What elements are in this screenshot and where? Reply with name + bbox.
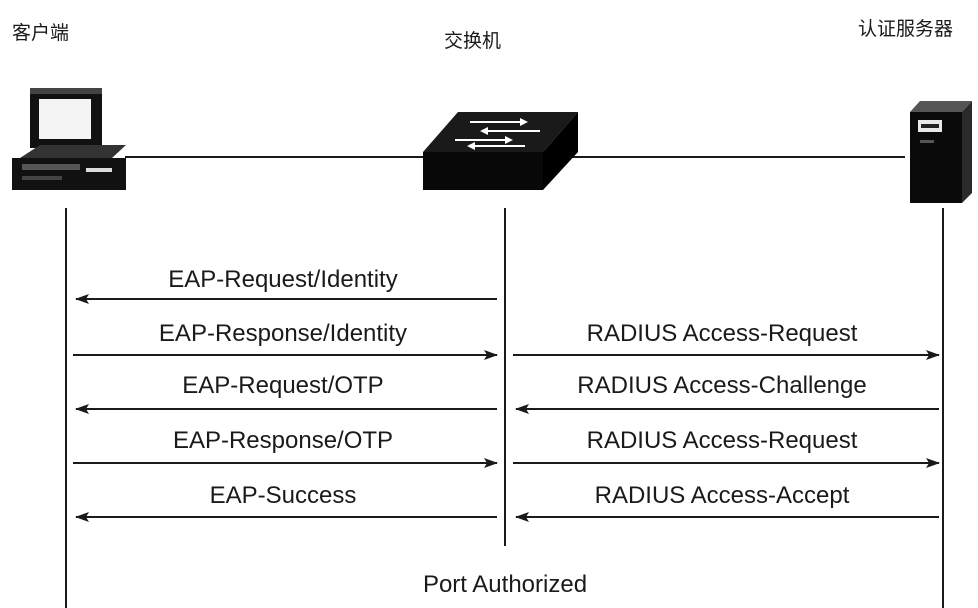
left-message: EAP-Response/OTP xyxy=(73,427,498,468)
message-label: EAP-Response/OTP xyxy=(173,427,393,454)
left-message: EAP-Request/OTP xyxy=(75,372,497,414)
left-message: EAP-Response/Identity xyxy=(73,320,498,360)
left-message: EAP-Request/Identity xyxy=(75,266,497,304)
client-label: 客户端 xyxy=(12,22,70,44)
message-label: EAP-Success xyxy=(210,482,357,509)
switch-label: 交换机 xyxy=(444,30,502,52)
message-label: RADIUS Access-Challenge xyxy=(577,372,866,399)
left-message: EAP-Success xyxy=(75,482,497,522)
right-message: RADIUS Access-Request xyxy=(513,320,940,360)
message-label: EAP-Request/OTP xyxy=(182,372,383,399)
right-message: RADIUS Access-Accept xyxy=(515,482,939,522)
right-message: RADIUS Access-Request xyxy=(513,427,940,468)
message-label: EAP-Request/Identity xyxy=(168,266,397,293)
message-label: RADIUS Access-Request xyxy=(587,427,858,454)
port-authorized-label: Port Authorized xyxy=(423,571,587,598)
server-label: 认证服务器 xyxy=(858,18,954,40)
desktop-computer-icon xyxy=(12,88,126,190)
message-label: EAP-Response/Identity xyxy=(159,320,407,347)
network-switch-icon xyxy=(423,112,578,190)
message-label: RADIUS Access-Accept xyxy=(595,482,850,509)
right-message: RADIUS Access-Challenge xyxy=(515,372,939,414)
message-label: RADIUS Access-Request xyxy=(587,320,858,347)
server-tower-icon xyxy=(910,101,972,203)
